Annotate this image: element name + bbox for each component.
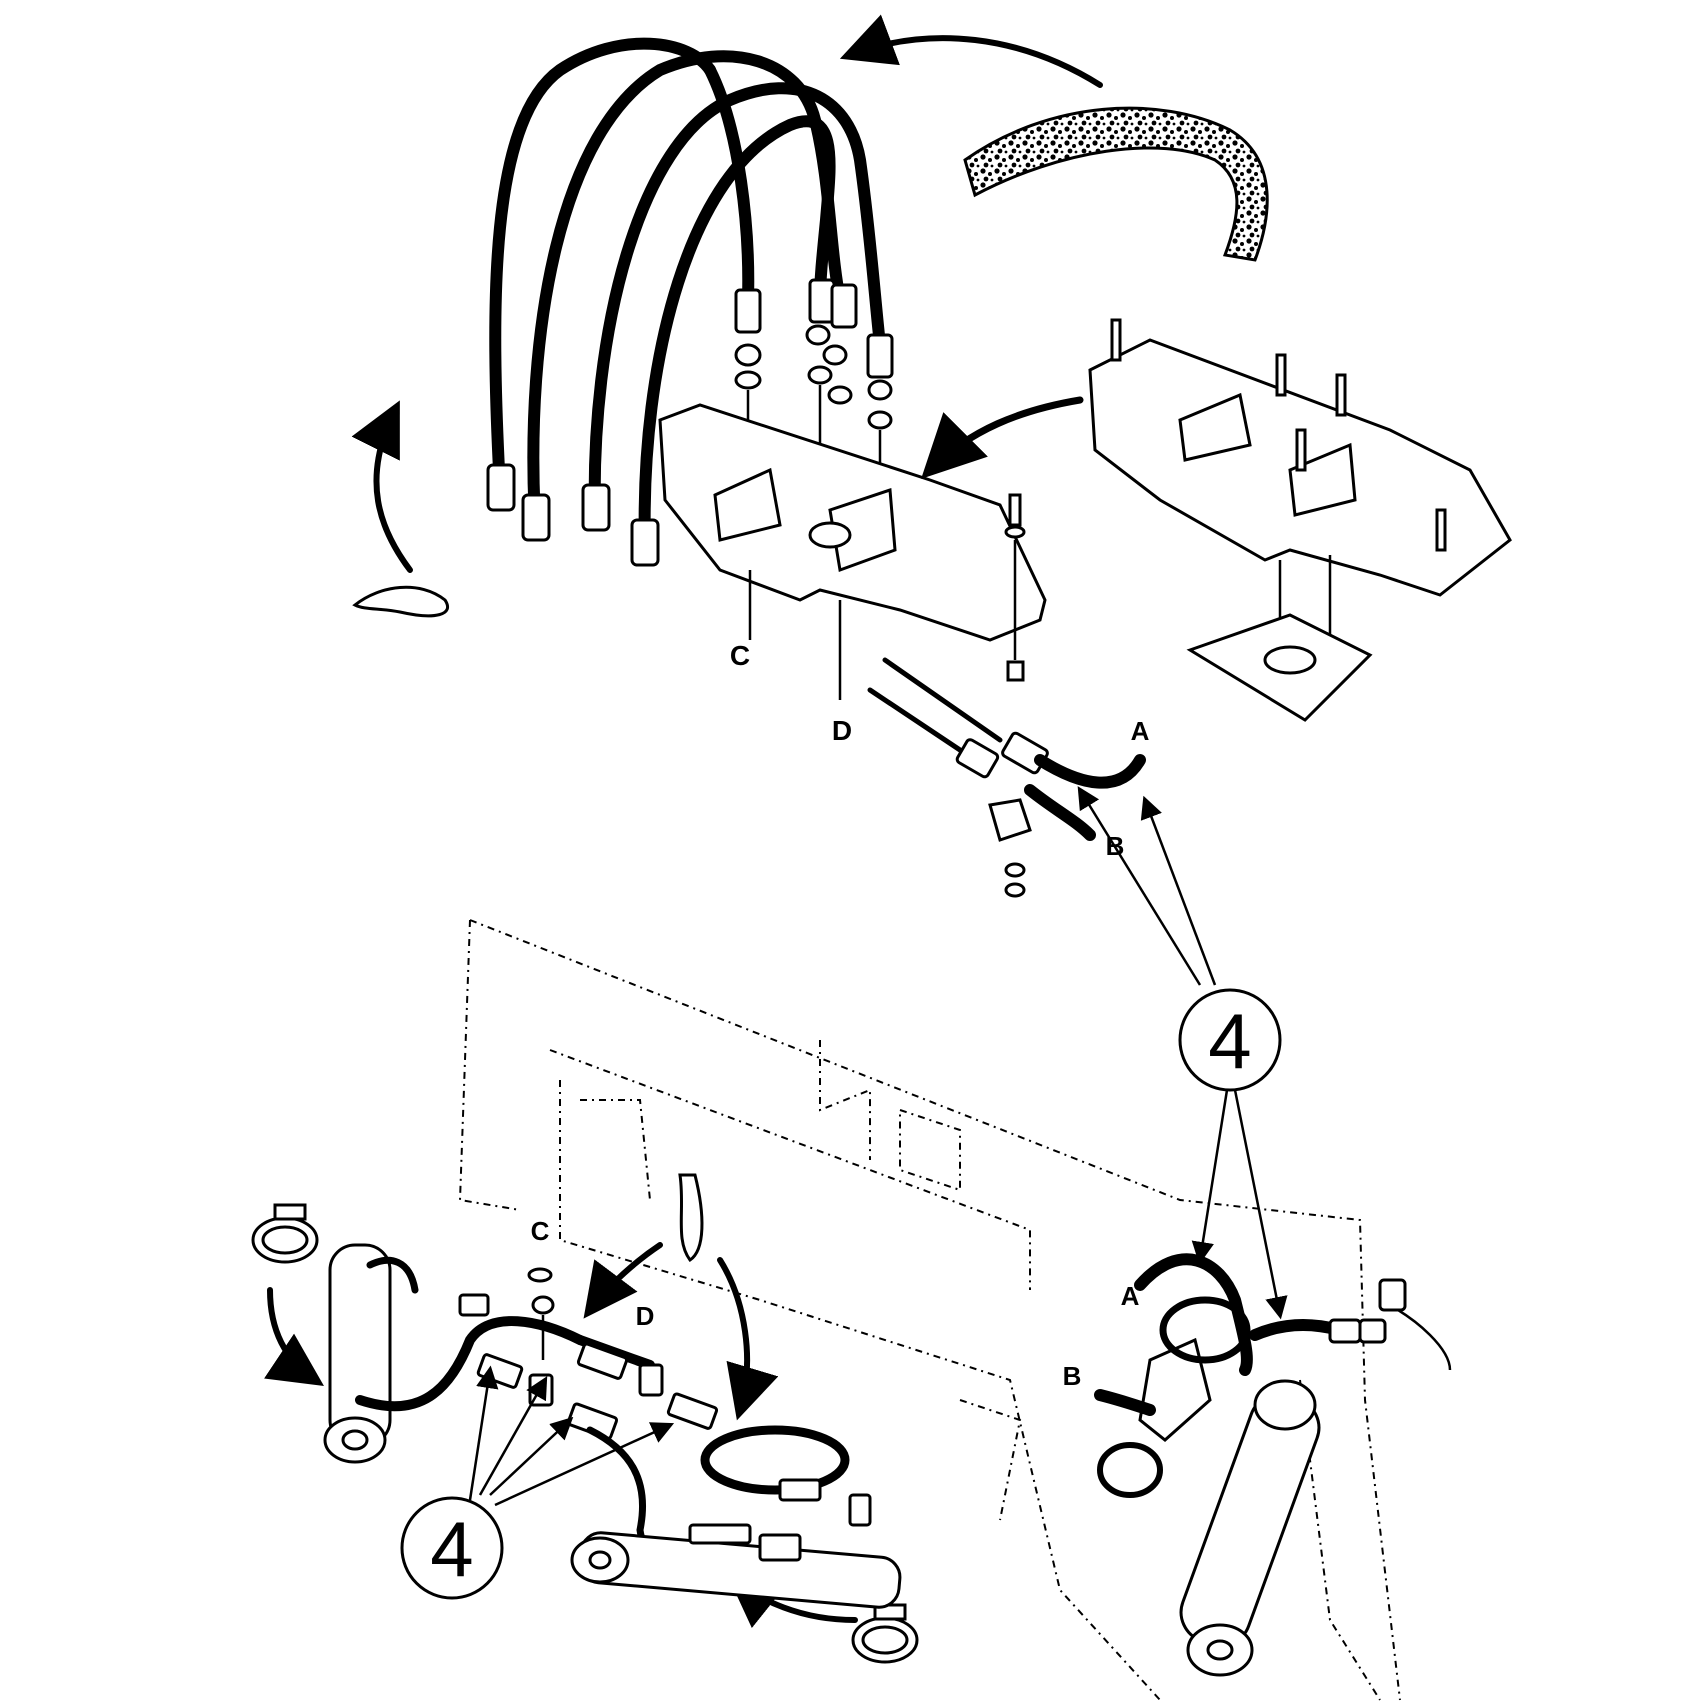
label-d-bottom: D	[636, 1301, 655, 1331]
label-c-bottom: C	[531, 1216, 550, 1246]
hose-end-fitting	[866, 333, 894, 379]
mounting-bolt	[1004, 493, 1026, 682]
hydraulic-hose-bundle	[486, 37, 894, 567]
hose-3	[588, 82, 886, 526]
hose-4	[638, 115, 836, 551]
protective-sleeve	[963, 106, 1269, 262]
assembled-mounting-plate	[1088, 318, 1512, 722]
callout-4-left: 4	[400, 1365, 675, 1600]
label-b-bottom: B	[1063, 1361, 1082, 1391]
arrow-strap-to-hoses-left	[583, 1242, 663, 1319]
hose-1b	[704, 64, 755, 306]
hose-clamp	[251, 1203, 319, 1264]
label-d-top: D	[832, 715, 852, 746]
callout-4-right: 4	[1077, 786, 1288, 1320]
label-a-top: A	[1131, 716, 1150, 746]
hose-end-fitting	[734, 288, 762, 334]
callout-number: 4	[430, 1505, 473, 1593]
hose-end-fitting	[521, 493, 551, 542]
hose-assembly-a-b-top	[867, 657, 1146, 898]
hydraulic-cylinder-left	[323, 1243, 490, 1464]
callout-number: 4	[1208, 997, 1251, 1085]
hose-end-fitting	[581, 483, 611, 532]
hydraulic-cylinder-bottom	[570, 1493, 902, 1609]
arrow-strap-to-hoses	[351, 400, 413, 573]
hose-clamp	[851, 1603, 919, 1664]
hose-end-fitting	[808, 278, 836, 324]
hose-end-fitting	[830, 283, 858, 329]
hose-end-fitting	[486, 463, 516, 512]
arrow-clamp-to-cylinder-left	[264, 1287, 324, 1386]
arrow-strap-to-hoses-right	[717, 1257, 779, 1421]
nut-washer-stack	[734, 324, 893, 530]
arrow-plate-to-plate	[921, 396, 1084, 479]
hose-end-fitting	[630, 518, 660, 567]
hose-strap	[352, 585, 449, 618]
label-a-bottom: A	[1121, 1281, 1140, 1311]
label-c-top: C	[730, 640, 750, 671]
hose-1	[489, 37, 716, 496]
hose-strap	[678, 1173, 704, 1263]
arrow-sleeve-to-hoses	[839, 14, 1103, 88]
hydraulic-cylinder-right	[1094, 1253, 1452, 1677]
hose-mounting-plate	[658, 403, 1047, 700]
